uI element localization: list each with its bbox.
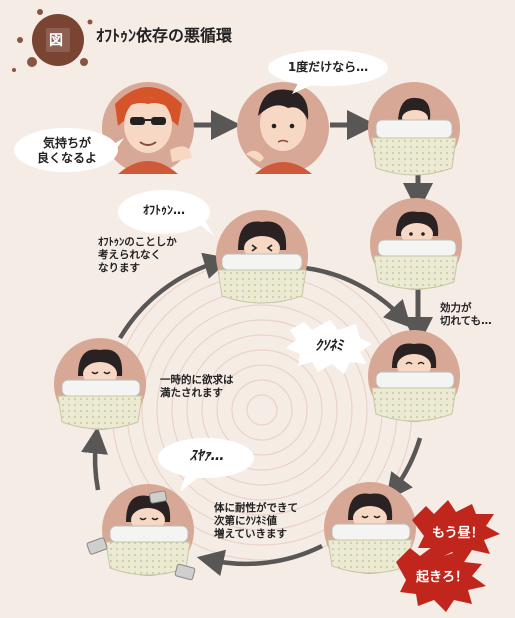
- speech-offuton: ｵﾌﾄｩﾝ…: [142, 203, 185, 217]
- figure-label: 図: [49, 33, 63, 49]
- alert-wake-up: 起きろ！: [415, 570, 468, 585]
- bubble-kunemi: [286, 320, 372, 374]
- note-tolerance: 体に耐性ができて次第にｸｿﾈﾐ値増えていきます: [214, 502, 298, 541]
- alert-noon: もう昼！: [432, 526, 484, 541]
- note-only-futon: ｵﾌﾄｩﾝのことしか考えられなくなります: [98, 236, 177, 275]
- panel-futon-1: [368, 82, 460, 176]
- figure-badge: [12, 9, 93, 72]
- alert-wake-star: [396, 544, 486, 612]
- bubble-syaa: [158, 438, 254, 492]
- speech-feel-good: 気持ちが良くなるよ: [36, 136, 97, 165]
- bubble-offuton: [118, 190, 214, 236]
- note-satisfied: 一時的に欲求は満たされます: [160, 374, 234, 400]
- panel-obsessed: [216, 210, 308, 304]
- sfx-kunemi: ｸｿﾈﾐ: [315, 338, 343, 354]
- panel-victim: [237, 82, 329, 174]
- panel-sleeping-pills: [86, 484, 196, 581]
- top-arrows: [193, 110, 433, 347]
- panel-oversleep: [324, 482, 416, 574]
- panel-tempter: [102, 82, 194, 174]
- panel-satisfied: [54, 338, 146, 430]
- sfx-syaa: ｽﾔｧ…: [189, 448, 225, 464]
- speech-just-once: 1度だけなら…: [287, 60, 369, 74]
- cycle-arrows: [81, 252, 423, 577]
- page-title: ｵﾌﾄｩﾝ依存の悪循環: [96, 26, 233, 45]
- note-wears-off: 効力が切れても…: [440, 302, 492, 328]
- panel-kunemi: [368, 330, 460, 422]
- bubble-feel-good: [14, 128, 124, 172]
- panel-futon-2: [370, 198, 462, 290]
- bubble-just-once: [268, 50, 388, 94]
